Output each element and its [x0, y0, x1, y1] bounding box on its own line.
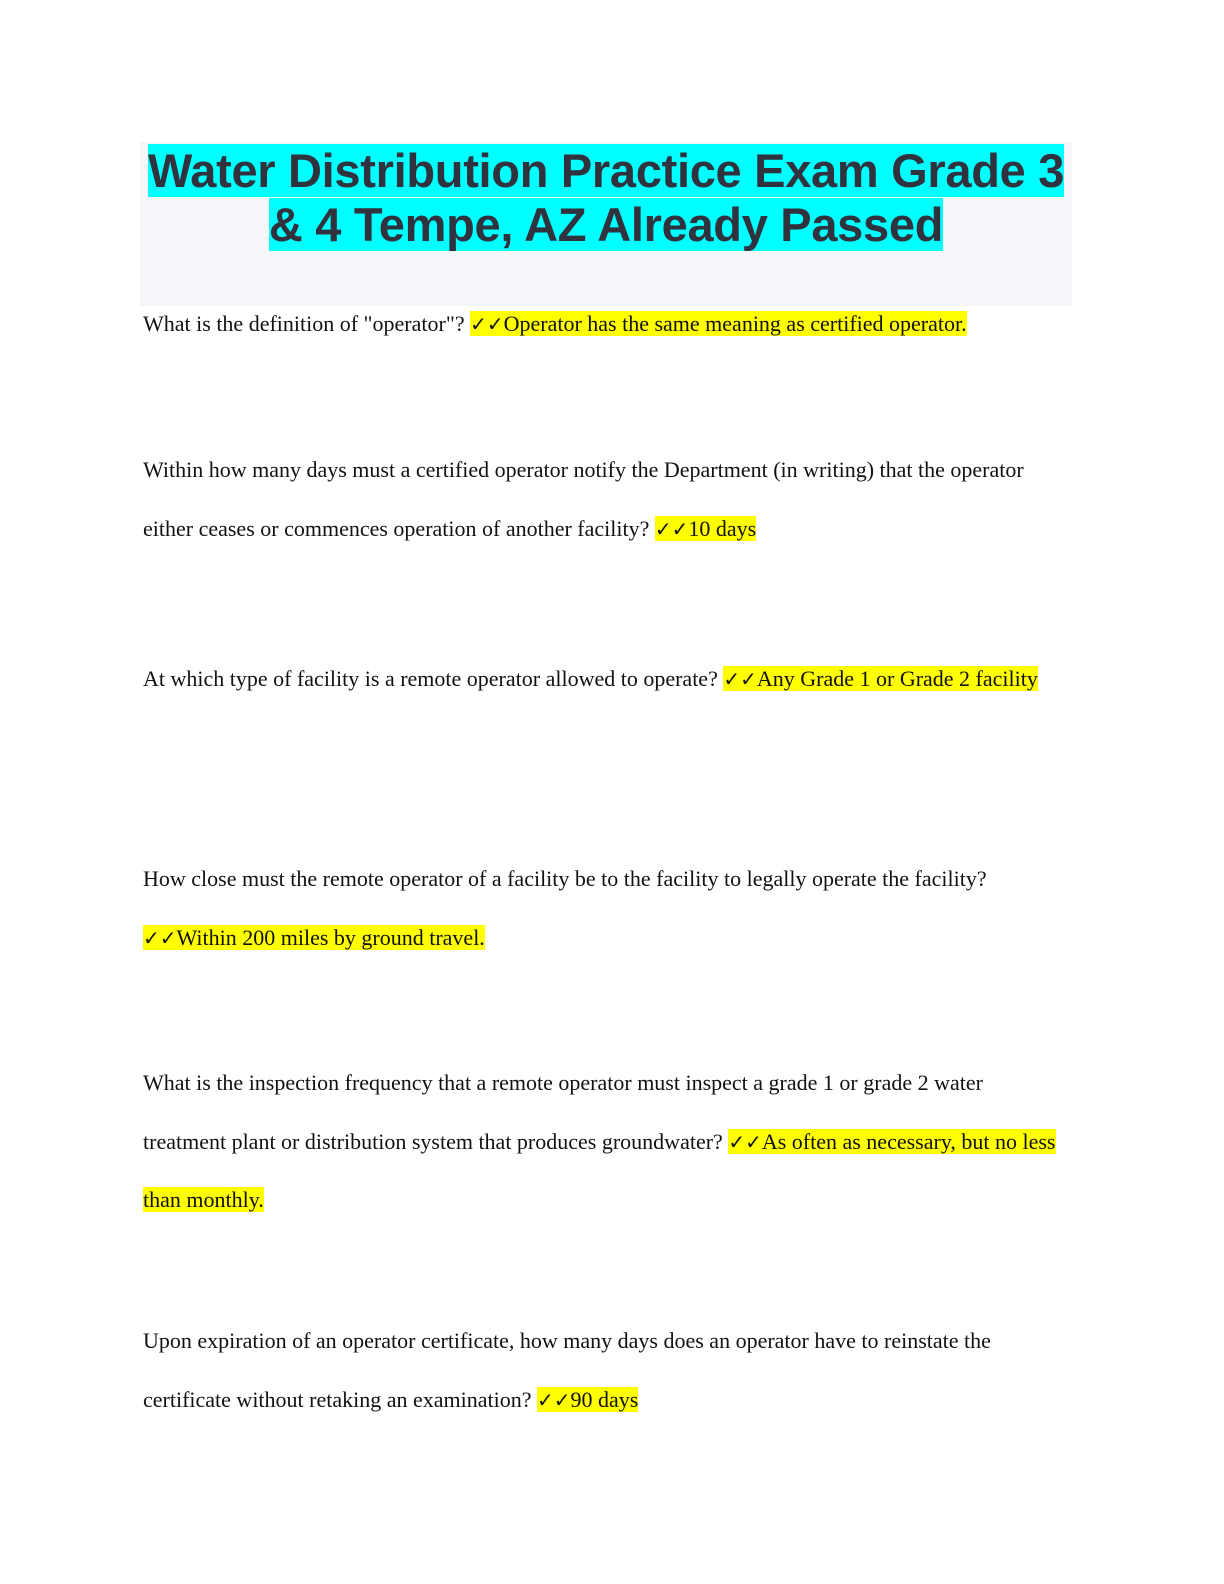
answer-text: 10 days	[688, 515, 757, 541]
question: What is the inspection frequency that a …	[143, 1070, 983, 1154]
check-icon: ✓✓	[537, 1387, 571, 1412]
qa-item: Within how many days must a certified op…	[143, 441, 1068, 558]
title-text: Water Distribution Practice Exam Grade 3…	[147, 144, 1065, 251]
check-icon: ✓✓	[723, 667, 757, 691]
qa-item: What is the inspection frequency that a …	[143, 1054, 1068, 1230]
answer-text: Within 200 miles by ground travel.	[176, 924, 485, 950]
qa-item: Upon expiration of an operator certifica…	[143, 1312, 1068, 1429]
check-icon: ✓✓	[654, 516, 689, 541]
page-title: Water Distribution Practice Exam Grade 3…	[140, 142, 1072, 252]
answer: ✓✓Any Grade 1 or Grade 2 facility	[723, 666, 1038, 691]
check-icon: ✓✓	[728, 1129, 762, 1154]
answer-text: Operator has the same meaning as certifi…	[503, 311, 967, 336]
question: At which type of facility is a remote op…	[143, 666, 718, 691]
answer: ✓✓10 days	[654, 515, 757, 541]
qa-item: How close must the remote operator of a …	[143, 850, 1068, 967]
question: Upon expiration of an operator certifica…	[143, 1328, 991, 1412]
check-icon: ✓✓	[470, 312, 504, 336]
question: Within how many days must a certified op…	[143, 457, 1024, 541]
answer-text: Any Grade 1 or Grade 2 facility	[756, 666, 1038, 691]
qa-item: At which type of facility is a remote op…	[143, 650, 1068, 709]
question: How close must the remote operator of a …	[143, 866, 987, 891]
title-box: Water Distribution Practice Exam Grade 3…	[140, 142, 1072, 306]
answer: ✓✓90 days	[537, 1386, 639, 1412]
answer-text: 90 days	[570, 1386, 639, 1412]
check-icon: ✓✓	[143, 925, 177, 950]
qa-item: What is the definition of "operator"? ✓✓…	[143, 295, 1068, 354]
answer: ✓✓Operator has the same meaning as certi…	[470, 311, 967, 336]
answer-text: As often as necessary, but no less than …	[143, 1128, 1056, 1213]
question: What is the definition of "operator"?	[143, 311, 465, 336]
answer: ✓✓Within 200 miles by ground travel.	[143, 924, 485, 950]
